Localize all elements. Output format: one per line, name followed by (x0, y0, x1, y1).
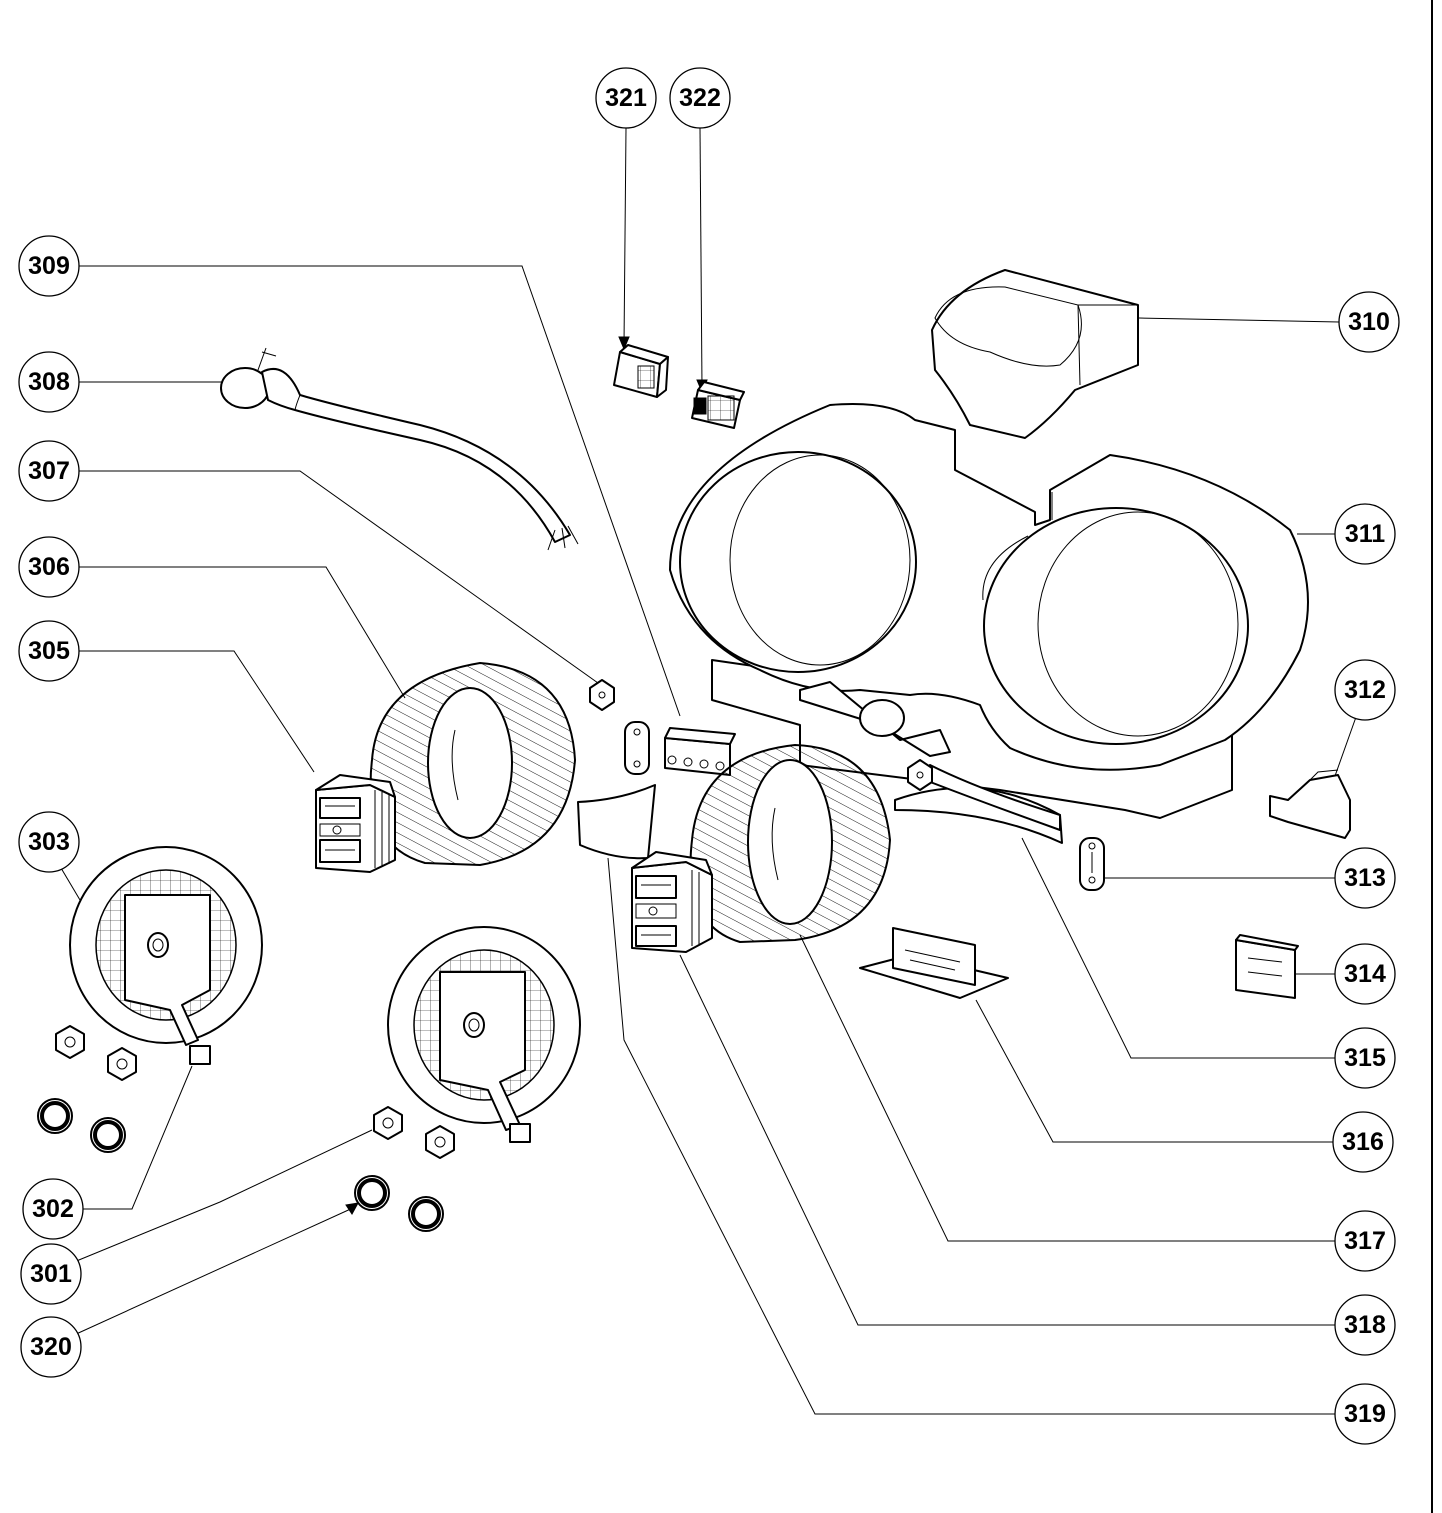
part-306-blower-wheel (369, 661, 577, 867)
callout-311: 311 (1334, 503, 1396, 565)
callout-317: 317 (1334, 1210, 1396, 1272)
callout-319: 319 (1334, 1383, 1396, 1445)
callout-303: 303 (18, 811, 80, 873)
callout-313: 313 (1334, 847, 1396, 909)
callout-320: 320 (20, 1316, 82, 1378)
part-303-motor-mount (69, 846, 263, 1065)
leader-302 (79, 1065, 193, 1210)
callout-312: 312 (1334, 659, 1396, 721)
leader-320 (73, 1206, 356, 1336)
leader-315 (1021, 837, 1335, 1059)
leader-319 (607, 857, 1335, 1415)
callout-305-label: 305 (28, 637, 70, 665)
callout-322: 322 (669, 67, 731, 129)
part-320-washers (354, 1175, 444, 1232)
part-motor-mount-right (387, 926, 581, 1143)
leader-309 (79, 265, 681, 717)
callout-315-label: 315 (1344, 1044, 1386, 1072)
part-312-bracket (1269, 769, 1351, 839)
callout-318-label: 318 (1344, 1311, 1386, 1339)
callout-322-label: 322 (679, 84, 721, 112)
part-321-switch (613, 344, 669, 398)
leader-318 (679, 954, 1335, 1326)
part-301-nuts (373, 1106, 455, 1159)
callout-307-label: 307 (28, 457, 70, 485)
part-318-motor (631, 851, 713, 953)
part-315-seal-strip (894, 764, 1063, 844)
leader-321 (623, 127, 627, 346)
part-302-nuts (55, 1025, 137, 1081)
callout-301-label: 301 (30, 1260, 72, 1288)
callout-315: 315 (1334, 1027, 1396, 1089)
callout-306-label: 306 (28, 553, 70, 581)
part-311-blower-housing (669, 403, 1309, 819)
part-316-filter-tray (859, 927, 1009, 999)
leader-316 (975, 999, 1335, 1143)
callout-308-label: 308 (28, 368, 70, 396)
callout-310: 310 (1338, 291, 1400, 353)
part-308-power-cord (220, 347, 579, 551)
part-317-blower-wheel (689, 743, 892, 944)
part-310-duct (931, 269, 1139, 439)
leader-322 (699, 127, 703, 389)
leader-310 (1138, 317, 1340, 323)
part-313-slot-plate (1079, 837, 1105, 891)
callout-302-label: 302 (32, 1195, 74, 1223)
callout-302: 302 (22, 1178, 84, 1240)
callout-320-label: 320 (30, 1333, 72, 1361)
callout-319-label: 319 (1344, 1400, 1386, 1428)
part-319-gasket (577, 784, 656, 860)
callout-311-label: 311 (1345, 520, 1385, 548)
leader-317 (799, 934, 1335, 1242)
callout-314-label: 314 (1344, 960, 1386, 988)
callout-316: 316 (1332, 1111, 1394, 1173)
part-305-motor (315, 774, 396, 873)
callout-313-label: 313 (1344, 864, 1386, 892)
callout-309-label: 309 (28, 252, 70, 280)
callout-301: 301 (20, 1243, 82, 1305)
callout-308: 308 (18, 351, 80, 413)
callout-318: 318 (1334, 1294, 1396, 1356)
callout-307: 307 (18, 440, 80, 502)
callout-317-label: 317 (1344, 1227, 1386, 1255)
leader-307 (79, 470, 599, 684)
callout-303-label: 303 (28, 828, 70, 856)
callout-314: 314 (1334, 943, 1396, 1005)
callout-306: 306 (18, 536, 80, 598)
part-314-label (1235, 934, 1299, 999)
part-washers-left (37, 1098, 126, 1153)
part-322-switch (691, 381, 745, 429)
callout-309: 309 (18, 235, 80, 297)
part-nut-right (907, 759, 933, 791)
part-slot-plate-center (624, 721, 650, 775)
leader-306 (79, 566, 406, 699)
leader-305 (79, 650, 315, 773)
part-309-terminal-block (664, 727, 736, 776)
callout-321: 321 (595, 67, 657, 129)
callout-310-label: 310 (1348, 308, 1390, 336)
leader-303 (60, 867, 81, 901)
callout-321-label: 321 (605, 84, 647, 112)
callout-316-label: 316 (1342, 1128, 1384, 1156)
part-307-nut (589, 679, 615, 711)
callout-312-label: 312 (1344, 676, 1386, 704)
callout-305: 305 (18, 620, 80, 682)
leader-301 (73, 1129, 373, 1263)
